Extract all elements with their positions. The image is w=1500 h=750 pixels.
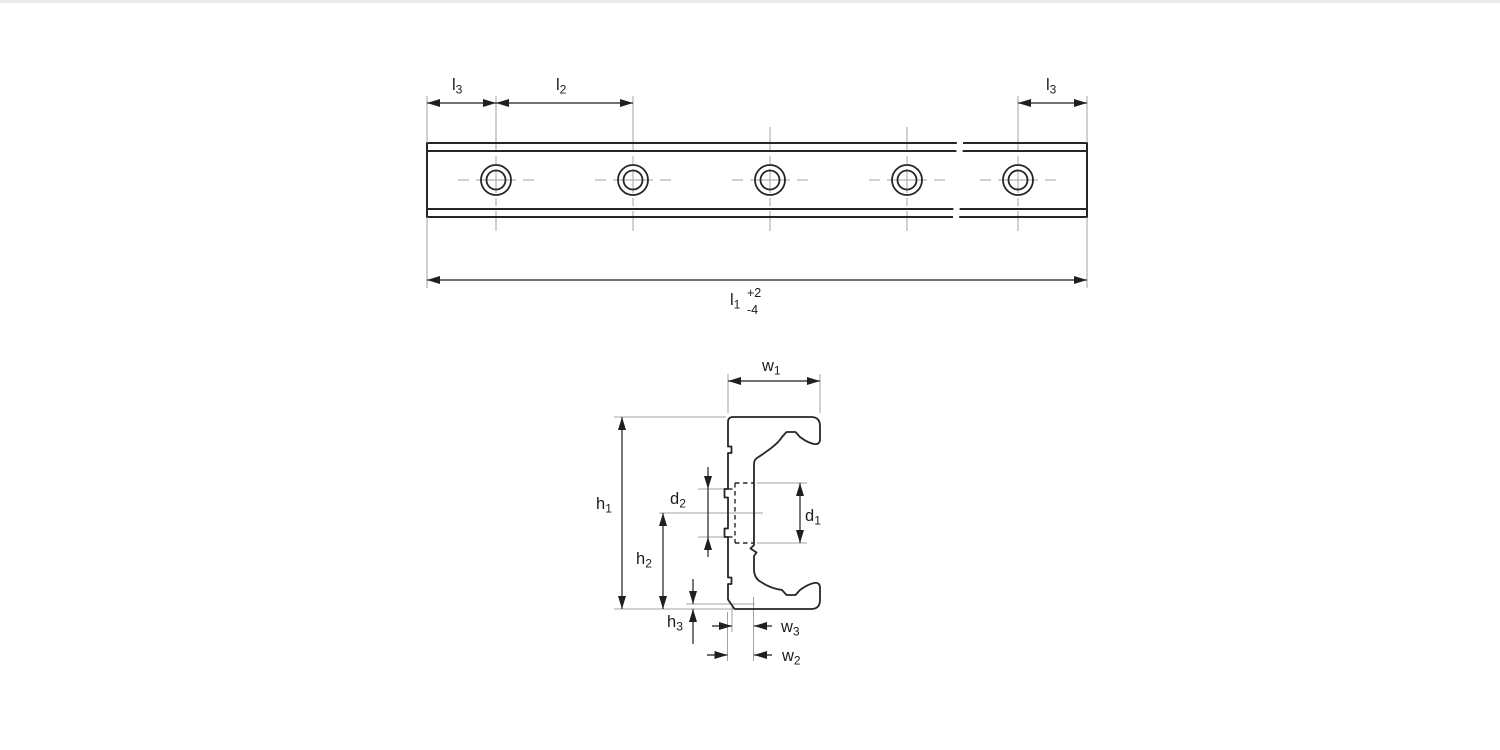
arrowhead-right bbox=[807, 377, 820, 385]
break-symbol bbox=[953, 140, 963, 221]
dimension-l1: l1 +2 -4 bbox=[427, 276, 1087, 317]
dim-label-w1: w1 bbox=[761, 357, 781, 378]
dim-label-h1: h1 bbox=[596, 495, 612, 516]
hole-outer bbox=[480, 164, 512, 196]
dim-l1-tolerance-upper: +2 bbox=[747, 286, 761, 300]
section-view-profile: w1 h1 h2 d1 bbox=[596, 357, 821, 668]
arrowhead-bottom bbox=[618, 596, 626, 609]
hole-inner bbox=[622, 169, 644, 191]
dimension-l2: l2 bbox=[496, 76, 633, 107]
profile-outline bbox=[723, 416, 821, 610]
hole-centerlines-vertical bbox=[495, 96, 1019, 231]
arrowhead-left bbox=[427, 276, 440, 284]
dim-label-d1: d1 bbox=[805, 507, 821, 528]
arrowhead-left bbox=[427, 99, 440, 107]
dimension-l3-right: l3 bbox=[1018, 76, 1087, 107]
dimension-d2: d2 bbox=[670, 467, 712, 557]
arrowhead-top bbox=[618, 417, 626, 430]
dimension-w3: w3 bbox=[712, 618, 800, 639]
hole-outer bbox=[617, 164, 649, 196]
dim-label-h2: h2 bbox=[636, 550, 652, 571]
rail-body-outline bbox=[426, 142, 1088, 218]
arrowhead-left bbox=[754, 622, 767, 630]
dimension-d1: d1 bbox=[796, 483, 821, 543]
hole-outer bbox=[1002, 164, 1034, 196]
dimension-w2: w2 bbox=[707, 647, 801, 668]
hole-inner bbox=[1007, 169, 1029, 191]
arrowhead-right bbox=[1074, 276, 1087, 284]
arrowhead-right bbox=[620, 99, 633, 107]
dim-label-l3-right: l3 bbox=[1046, 76, 1057, 97]
hole-outer bbox=[754, 164, 786, 196]
dimension-l3-left: l3 bbox=[427, 76, 496, 107]
hole-inner bbox=[896, 169, 918, 191]
arrowhead-left bbox=[728, 377, 741, 385]
mounting-holes bbox=[480, 164, 1034, 196]
arrowhead-top bbox=[796, 483, 804, 496]
top-view-rail: l3 l2 l3 l1 +2 bbox=[426, 76, 1088, 317]
dimension-h1: h1 bbox=[596, 417, 626, 609]
arrowhead-left bbox=[754, 651, 767, 659]
arrowhead-right bbox=[483, 99, 496, 107]
arrowhead-right bbox=[714, 651, 728, 659]
hidden-hole-lines bbox=[728, 482, 754, 544]
dim-label-l2: l2 bbox=[556, 76, 567, 97]
dimension-h2: h2 bbox=[636, 513, 667, 609]
hole-inner bbox=[485, 169, 507, 191]
dim-label-w2: w2 bbox=[781, 647, 801, 668]
arrowhead-up bbox=[704, 537, 712, 550]
arrowhead-right bbox=[1074, 99, 1087, 107]
arrowhead-bottom bbox=[796, 530, 804, 543]
page-top-divider bbox=[0, 0, 1500, 3]
dim-label-l3-left: l3 bbox=[452, 76, 463, 97]
hole-inner bbox=[759, 169, 781, 191]
dim-label-h3: h3 bbox=[667, 613, 683, 634]
dim-label-d2: d2 bbox=[670, 490, 686, 511]
arrowhead-down bbox=[689, 591, 697, 604]
dimension-w1: w1 bbox=[728, 357, 820, 385]
dim-label-w3: w3 bbox=[780, 618, 800, 639]
arrowhead-up bbox=[689, 609, 697, 622]
section-extension-lines bbox=[614, 374, 821, 661]
dim-label-l1: l1 bbox=[730, 291, 741, 312]
arrowhead-left bbox=[1018, 99, 1031, 107]
arrowhead-down bbox=[704, 476, 712, 489]
dimension-h3: h3 bbox=[667, 579, 697, 644]
arrowhead-right bbox=[719, 622, 732, 630]
rail-extension-lines bbox=[426, 96, 1088, 288]
arrowhead-bottom bbox=[659, 596, 667, 609]
hole-outer bbox=[891, 164, 923, 196]
arrowhead-left bbox=[496, 99, 509, 107]
dim-l1-tolerance-lower: -4 bbox=[747, 303, 758, 317]
arrowhead-top bbox=[659, 513, 667, 526]
